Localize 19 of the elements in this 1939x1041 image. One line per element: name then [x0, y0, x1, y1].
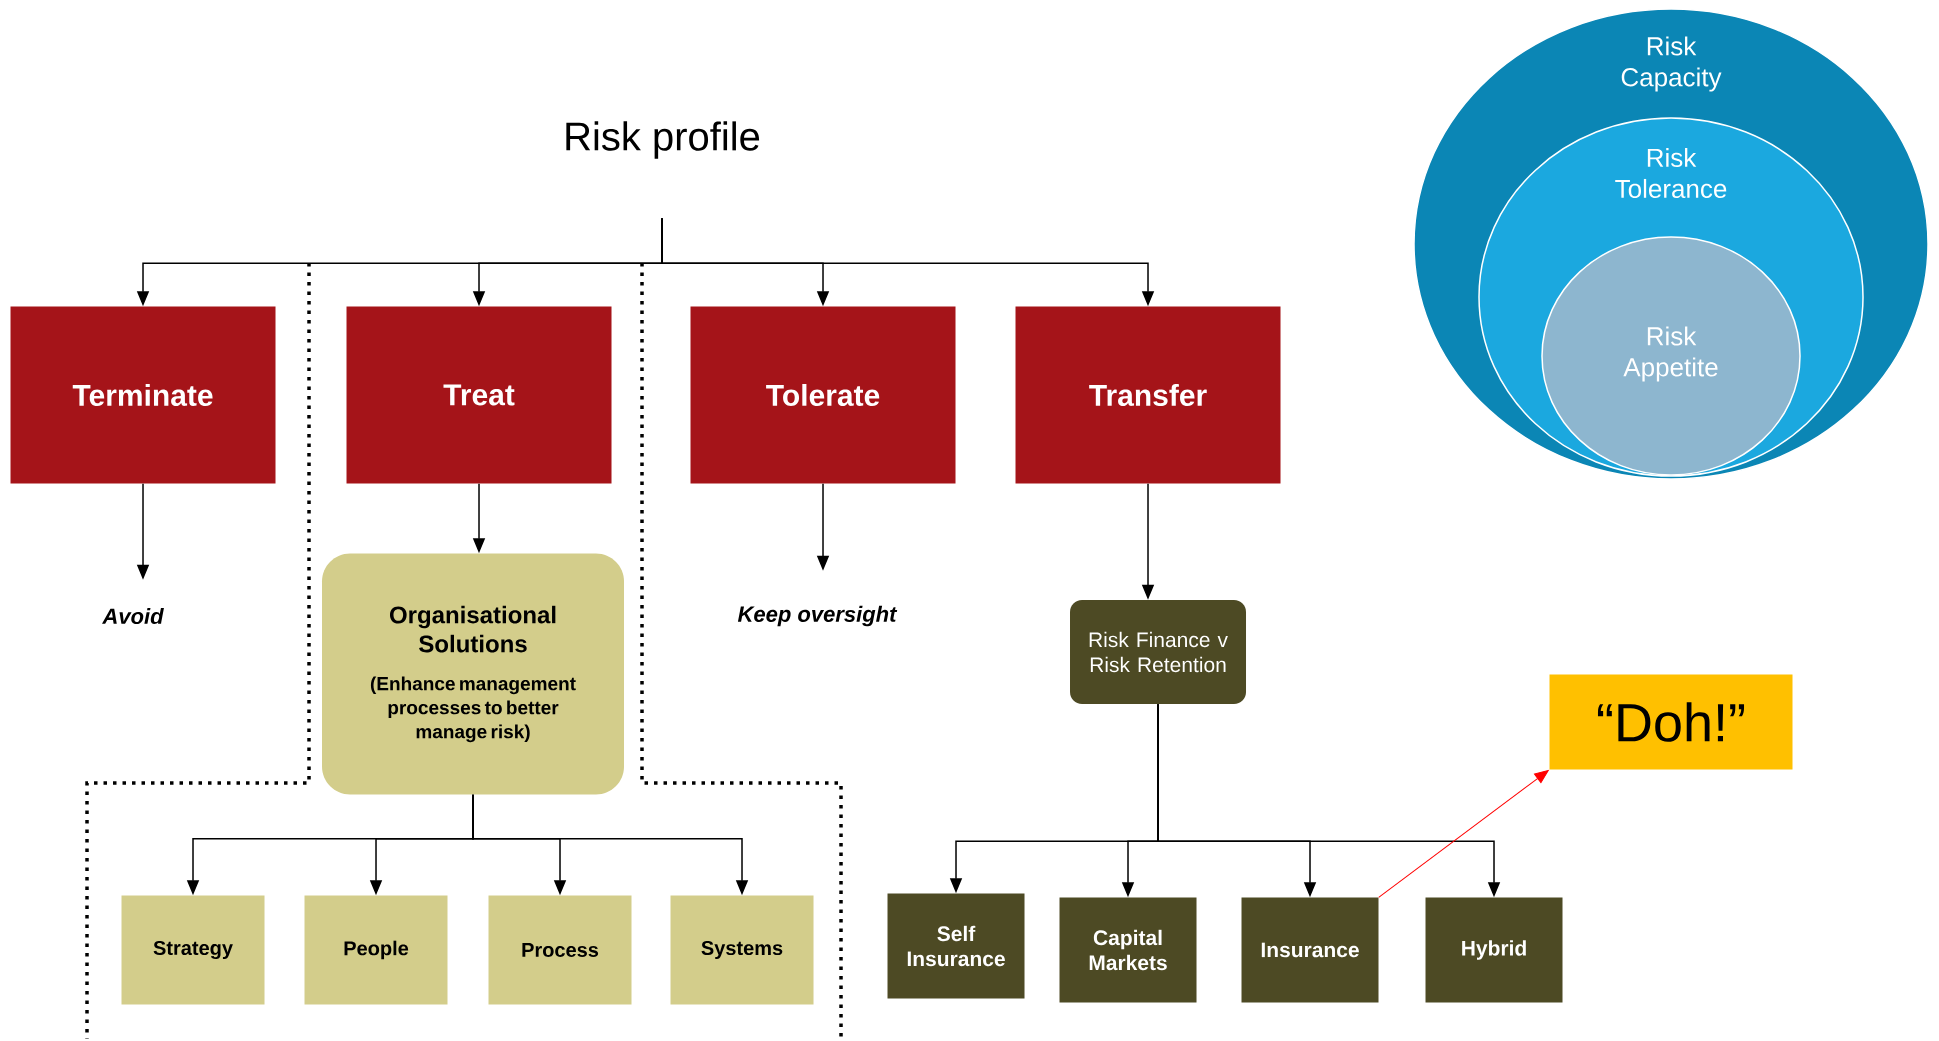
callout-box: “Doh!”: [1549, 674, 1793, 770]
outcome-text: Avoid: [102, 607, 164, 625]
category-box: Process: [488, 895, 632, 1005]
process-box: Tolerate: [690, 306, 956, 484]
category-box: Self Insurance: [887, 893, 1025, 999]
category-box: Capital Markets: [1059, 897, 1197, 1003]
title-text: Risk profile: [566, 121, 760, 159]
rounded-box: Organisational Solutions (Enhance management processes to better manage risk): [322, 553, 624, 795]
process-box: Transfer: [1015, 306, 1281, 484]
outcome-text: Keep oversight: [737, 605, 898, 627]
category-box: Systems: [670, 895, 814, 1005]
category-box: People: [304, 895, 448, 1005]
category-box: Hybrid: [1425, 897, 1563, 1003]
process-box: Treat: [346, 306, 612, 484]
arrow: [1378, 770, 1549, 898]
rounded-box: Risk Finance v Risk Retention: [1070, 600, 1246, 704]
category-box: Strategy: [121, 895, 265, 1005]
category-box: Insurance: [1241, 897, 1379, 1003]
process-box: Terminate: [10, 306, 276, 484]
